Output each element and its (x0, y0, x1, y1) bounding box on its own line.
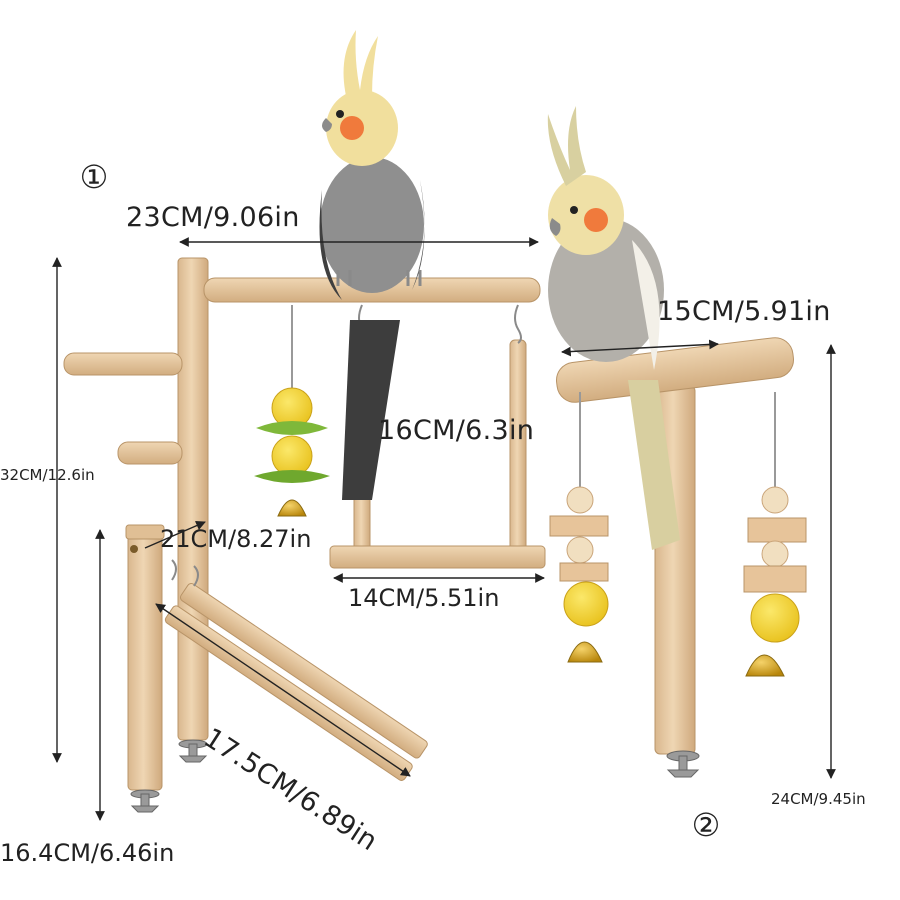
cockatiel-bird-1 (319, 30, 425, 500)
base-height-label: 16.4CM/6.46in (0, 839, 175, 867)
tstand-height-label: 24CM/9.45in (771, 790, 866, 808)
small-post-label: 21CM/8.27in (160, 525, 312, 553)
swing-width-label: 14CM/5.51in (348, 584, 500, 612)
stand-number-2-badge: ② (691, 806, 721, 844)
top-width-label: 23CM/9.06in (126, 202, 300, 233)
swing-height-label: 16CM/6.3in (378, 415, 535, 446)
dimension-arrows (52, 237, 836, 821)
total-height-label: 32CM/12.6in (0, 466, 95, 484)
t-stand (549, 337, 807, 778)
cockatiel-bird-2 (547, 106, 680, 550)
tstand-width-label: 15CM/5.91in (657, 296, 831, 327)
stand-number-1-badge: ① (79, 158, 109, 196)
